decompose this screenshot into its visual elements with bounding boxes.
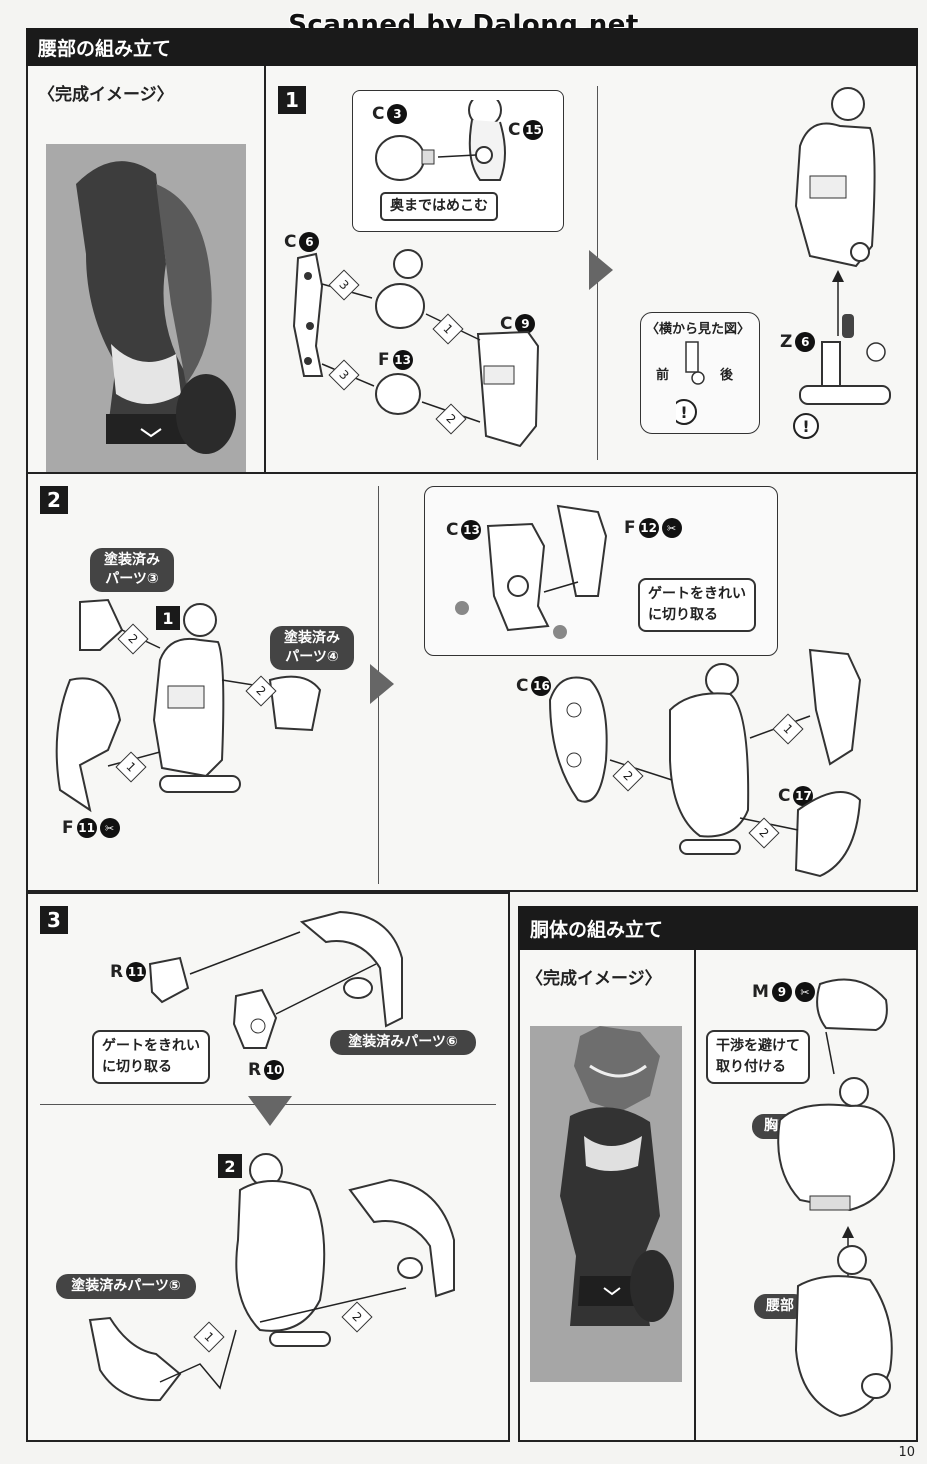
step2-callout-drawing: [455, 504, 608, 639]
step3-sub-badge: 2: [218, 1154, 242, 1178]
cut-icon: ✂: [661, 518, 682, 538]
cut-icon: ✂: [794, 982, 815, 1002]
waist-section-header: 腰部の組み立て: [26, 28, 918, 66]
torso-figure-illustration: [530, 1026, 682, 1382]
step1-result-drawing: !: [793, 87, 891, 439]
waist-complete-photo: [46, 144, 246, 484]
step1-next-arrow: [589, 250, 613, 290]
step1-assembly-drawing: [292, 249, 540, 448]
side-view-front-label: 前: [656, 368, 670, 383]
side-view-drawing: !: [676, 341, 705, 425]
waist-complete-panel: 〈完成イメージ〉: [28, 66, 266, 484]
step1-callout-drawing: [375, 100, 506, 181]
svg-text:!: !: [802, 417, 809, 436]
step1-badge: 1: [278, 86, 306, 114]
torso-section-header: 胴体の組み立て: [518, 906, 918, 950]
step2-badge: 2: [40, 486, 68, 514]
painted-part3-label: 塗装済み パーツ③: [90, 548, 174, 592]
step3-down-arrow: [248, 1096, 292, 1126]
waist-complete-image-label: 〈完成イメージ〉: [38, 85, 174, 105]
painted-part4-label: 塗装済み パーツ④: [270, 626, 354, 670]
waist-figure-illustration: [46, 144, 246, 484]
torso-assembly-drawing: [777, 978, 896, 1418]
svg-text:!: !: [680, 403, 687, 422]
torso-section-title: 胴体の組み立て: [530, 918, 664, 941]
torso-complete-panel: 〈完成イメージ〉: [520, 950, 696, 1440]
torso-complete-photo: [530, 1026, 682, 1382]
waist-section-title: 腰部の組み立て: [38, 37, 172, 60]
painted-part5-label: 塗装済みパーツ⑤: [56, 1274, 196, 1299]
step2-right-drawing: [548, 648, 862, 878]
step3-top-drawing: [148, 910, 403, 1049]
step2-left-drawing: [55, 598, 322, 813]
step2-gate-bubble: ゲートをきれい に切り取る: [638, 578, 756, 632]
step2-sub-badge: 1: [156, 606, 180, 630]
cut-icon: ✂: [99, 818, 120, 838]
step3-badge: 3: [40, 906, 68, 934]
torso-complete-image-label: 〈完成イメージ〉: [526, 969, 662, 989]
side-view-back-label: 後: [720, 368, 734, 383]
page-number: 10: [898, 1445, 915, 1460]
painted-part6-label: 塗装済みパーツ⑥: [330, 1030, 476, 1055]
step3-bottom-drawing: [88, 1153, 455, 1402]
avoid-interference-bubble: 干渉を避けて 取り付ける: [706, 1030, 810, 1084]
step2-next-arrow: [370, 664, 394, 704]
step3-gate-bubble: ゲートをきれい に切り取る: [92, 1030, 210, 1084]
push-fully-bubble: 奥まではめこむ: [380, 192, 498, 221]
side-view-title: 〈横から見た図〉: [646, 322, 751, 337]
